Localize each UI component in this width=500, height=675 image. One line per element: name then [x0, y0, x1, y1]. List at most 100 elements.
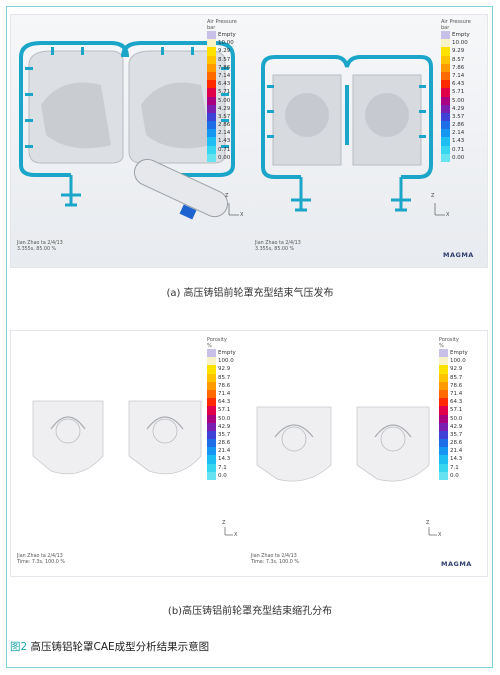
- legend-value: 2.86: [452, 122, 465, 129]
- legend-swatch: [441, 112, 450, 122]
- legend-value: 7.86: [452, 64, 465, 71]
- legend-entry: 7.86: [207, 63, 237, 72]
- legend-entry: 0.0: [207, 471, 236, 480]
- axis-x-label: X: [446, 212, 450, 218]
- legend-entry: 2.86: [207, 121, 237, 130]
- legend-value: 7.14: [218, 72, 231, 79]
- legend-value: 4.29: [218, 105, 231, 112]
- legend-value: 7.1: [450, 464, 459, 471]
- legend-swatch: [441, 88, 450, 97]
- legend-swatch: [441, 55, 450, 64]
- legend-value: 9.29: [218, 48, 231, 55]
- legend-value: 21.4: [218, 448, 231, 455]
- simulation-meta-right: Jian Zhao ta 2/4/13 3.355s, 85.00 %: [255, 241, 301, 253]
- legend-entry: 14.3: [207, 455, 236, 464]
- legend-swatch: [439, 430, 448, 440]
- legend-swatch: [441, 71, 450, 81]
- legend-swatch: [441, 153, 450, 162]
- legend-swatch: [439, 357, 448, 366]
- legend-swatch: [441, 47, 450, 56]
- legend-value: 35.7: [450, 431, 463, 438]
- legend-swatch: [207, 96, 216, 105]
- legend-value: 92.9: [218, 366, 231, 373]
- legend-value: 0.0: [450, 472, 459, 479]
- legend-entry: 42.9: [439, 422, 468, 431]
- legend-value: 71.4: [218, 390, 231, 397]
- legend-swatch: [207, 373, 216, 382]
- legend-swatch: [441, 96, 450, 105]
- porosity-casting-3: [256, 406, 332, 482]
- legend-entry: Empty: [439, 349, 468, 358]
- legend-value: Empty: [218, 350, 236, 356]
- legend-entry: 7.1: [439, 463, 468, 472]
- legend-entry: 2.14: [441, 129, 471, 138]
- axis-z-label: Z: [431, 193, 435, 199]
- legend-entry: 92.9: [207, 365, 236, 374]
- legend-entry: 14.3: [439, 455, 468, 464]
- legend-value: 14.3: [218, 456, 231, 463]
- legend-value: 92.9: [450, 366, 463, 373]
- figure-title-text: 高压铸铝轮罩CAE成型分析结果示意图: [30, 641, 210, 653]
- legend-entry: 6.43: [207, 80, 237, 89]
- legend-entry: 10.00: [207, 39, 237, 48]
- legend-entry: 5.71: [207, 88, 237, 97]
- legend-value: 8.57: [218, 56, 231, 63]
- legend-value: 5.00: [218, 97, 231, 104]
- legend-value: 5.00: [452, 97, 465, 104]
- legend-entry: Empty: [441, 31, 471, 40]
- legend-entry: 50.0: [207, 414, 236, 423]
- axis-triad-b-left: [224, 527, 233, 536]
- axis-z-label: Z: [222, 520, 226, 526]
- magma-logo: MAGMA: [443, 251, 474, 259]
- legend-value: 10.00: [452, 40, 468, 47]
- porosity-casting-4: [356, 406, 430, 482]
- legend-entry: 0.00: [207, 153, 237, 162]
- legend-swatch: [439, 381, 448, 390]
- legend-unit: %: [207, 343, 212, 349]
- legend-entry: 21.4: [439, 447, 468, 456]
- legend-value: 14.3: [450, 456, 463, 463]
- legend-swatch: [441, 80, 450, 89]
- legend-entry: 71.4: [207, 389, 236, 399]
- legend-value: 85.7: [218, 374, 231, 381]
- axis-triad-left: [228, 203, 239, 216]
- legend-value: 57.1: [218, 407, 231, 414]
- legend-swatch: [439, 455, 448, 464]
- legend-value: 21.4: [450, 448, 463, 455]
- meta-time: 3.355s, 85.00 %: [17, 247, 57, 252]
- legend-entry: 35.7: [439, 430, 468, 440]
- legend-swatch: [207, 463, 216, 472]
- legend-value: 8.57: [452, 56, 465, 63]
- legend-entry: 7.86: [441, 63, 471, 72]
- legend-swatch: [441, 63, 450, 72]
- legend-swatch: [439, 414, 448, 423]
- legend-entry: Empty: [207, 349, 236, 358]
- legend-swatch: [207, 145, 216, 154]
- legend-value: 1.43: [452, 138, 465, 145]
- meta-time: Time: 7.3s, 100.0 %: [251, 560, 299, 565]
- legend-value: 1.43: [218, 138, 231, 145]
- legend-entry: 57.1: [207, 406, 236, 415]
- legend-value: 4.29: [452, 105, 465, 112]
- legend-entry: 8.57: [207, 55, 237, 64]
- legend-entry: 5.00: [441, 96, 471, 105]
- simulation-meta-left: Jian Zhao ta 2/4/13 3.355s, 85.00 %: [17, 241, 63, 253]
- legend-entry: 7.14: [207, 71, 237, 81]
- legend-swatch: [207, 349, 216, 358]
- legend-swatch: [207, 439, 216, 448]
- legend-swatch: [441, 129, 450, 138]
- meta-author: Jian Zhao ta 2/4/13: [17, 241, 63, 246]
- legend-swatch: [441, 121, 450, 130]
- legend-entry: 35.7: [207, 430, 236, 440]
- legend-swatch: [439, 406, 448, 415]
- legend-title: Air Pressure: [207, 19, 237, 25]
- legend-value: 2.14: [452, 130, 465, 137]
- axis-z-label: Z: [225, 193, 229, 199]
- legend-value: 50.0: [450, 415, 463, 422]
- legend-value: 7.1: [218, 464, 227, 471]
